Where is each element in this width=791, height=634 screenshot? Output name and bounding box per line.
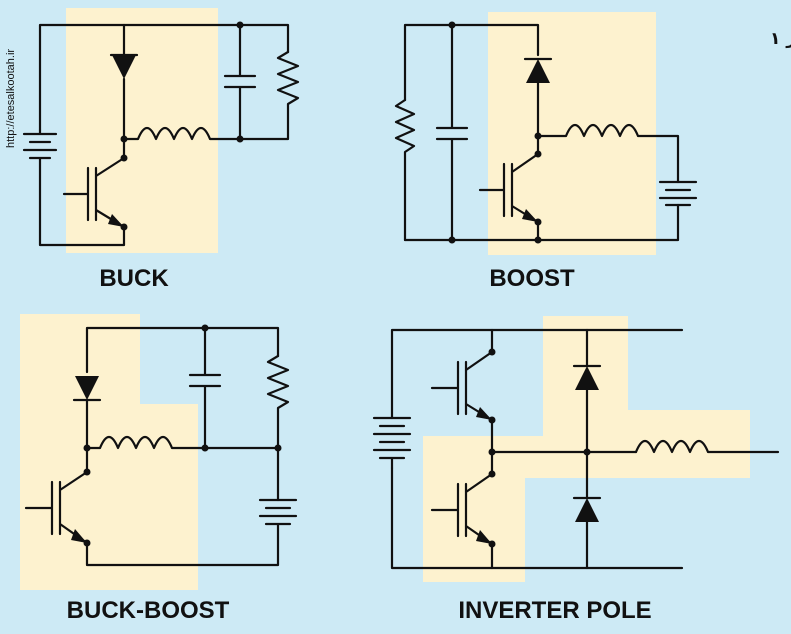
boost-inductor-symbol xyxy=(536,123,680,184)
inverter-upper-diode-symbol xyxy=(572,328,602,454)
watermark-url: http://etesalkootah.ir xyxy=(5,49,17,148)
buck-boost-battery-symbol xyxy=(85,498,298,567)
buck-resistor-symbol xyxy=(238,50,300,141)
buck-boost-circuit: BUCK-BOOST xyxy=(20,314,298,624)
buck-boost-label: BUCK-BOOST xyxy=(67,597,230,624)
buck-diode-symbol xyxy=(109,23,139,141)
buck-boost-top-wire xyxy=(85,326,280,374)
buck-label: BUCK xyxy=(99,265,169,292)
inverter-dc-source-symbol xyxy=(372,416,412,470)
inverter-bottom-rail xyxy=(390,466,684,570)
buck-boost-resistor-symbol xyxy=(266,354,290,502)
buck-boost-highlight xyxy=(20,314,198,590)
buck-boost-capacitor-symbol xyxy=(188,326,222,450)
inverter-pole-label: INVERTER POLE xyxy=(458,597,651,624)
inverter-pole-circuit: INVERTER POLE xyxy=(372,316,780,624)
buck-circuit: BUCK xyxy=(22,8,300,292)
boost-circuit: BOOST xyxy=(394,12,698,292)
boost-label: BOOST xyxy=(489,265,575,292)
boost-top-wire xyxy=(403,23,540,102)
inverter-lower-diode-symbol xyxy=(572,450,602,570)
buck-battery-symbol xyxy=(22,128,126,247)
boost-resistor-symbol xyxy=(394,98,416,242)
figure-label: تصویر ۱ xyxy=(770,29,791,49)
inverter-top-rail xyxy=(390,328,684,420)
boost-highlight xyxy=(488,12,656,255)
inverter-inductor-symbol xyxy=(634,439,780,454)
boost-bottom-wire xyxy=(403,203,680,242)
buck-capacitor-symbol xyxy=(223,23,257,141)
boost-diode-symbol xyxy=(523,57,553,138)
boost-capacitor-symbol xyxy=(435,23,469,242)
boost-battery-symbol xyxy=(658,180,698,207)
buck-top-wire xyxy=(38,23,290,132)
buck-boost-diode-symbol xyxy=(72,376,102,450)
inverter-upper-transistor-symbol xyxy=(430,328,494,454)
